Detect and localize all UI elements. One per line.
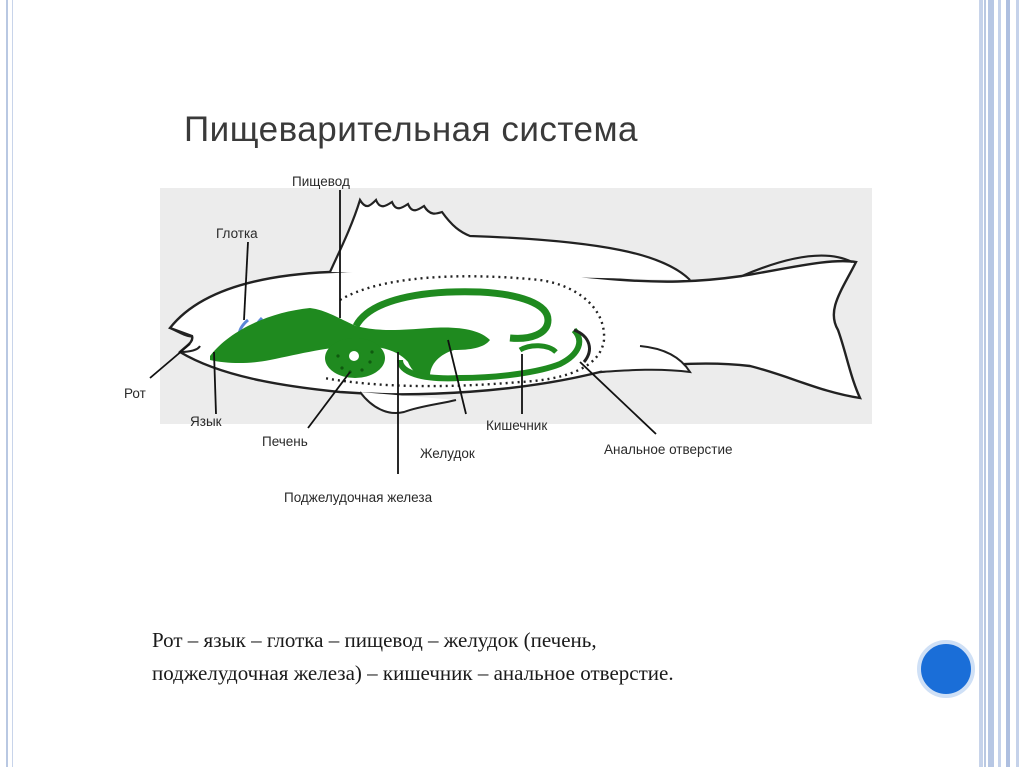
pelvic-fin xyxy=(359,391,457,414)
label-anus: Анальное отверстие xyxy=(604,442,733,457)
label-esophagus: Пищевод xyxy=(292,174,350,189)
body-cavity-dotted xyxy=(323,275,606,388)
slide-frame-outer xyxy=(6,0,986,767)
slide-frame-inner xyxy=(12,0,980,767)
label-pancreas: Поджелудочная железа xyxy=(284,490,433,505)
gall-bladder xyxy=(347,349,361,363)
caption: Рот – язык – глотка – пищевод – желудок … xyxy=(152,624,912,690)
pancreas-dots xyxy=(336,350,374,374)
label-pharynx: Глотка xyxy=(216,226,258,241)
right-decorative-stripes xyxy=(980,0,1024,767)
label-intestine: Кишечник xyxy=(486,418,547,433)
mouth-outline xyxy=(169,327,201,353)
label-tongue: Язык xyxy=(190,414,222,429)
label-liver: Печень xyxy=(262,434,308,449)
pointer-lines xyxy=(149,190,657,474)
label-mouth: Рот xyxy=(124,386,146,401)
tail-fin xyxy=(741,254,853,278)
anal-fin xyxy=(599,345,692,374)
slide-title: Пищеварительная система xyxy=(184,110,639,149)
caption-line-1: Рот – язык – глотка – пищевод – желудок … xyxy=(152,628,597,652)
anus xyxy=(573,328,591,363)
caption-line-2: поджелудочная железа) – кишечник – аналь… xyxy=(152,661,674,685)
next-slide-button[interactable] xyxy=(917,640,975,698)
dorsal-fin xyxy=(328,197,691,281)
label-stomach: Желудок xyxy=(420,446,475,461)
